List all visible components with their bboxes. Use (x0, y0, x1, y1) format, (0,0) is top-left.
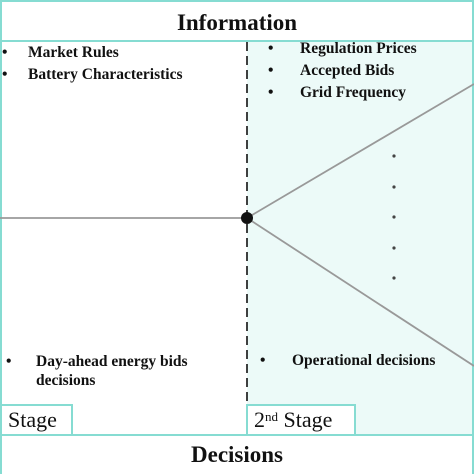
second-stage-decision-list: •Operational decisions (258, 352, 435, 370)
information-title: Information (176, 10, 298, 35)
bullet-icon: • (2, 66, 8, 83)
first-stage-info-list: •Market Rules •Battery Characteristics (0, 44, 183, 88)
ellipsis-dot (392, 215, 396, 219)
bullet-icon: • (2, 44, 8, 61)
decisions-footer: Decisions (0, 436, 474, 474)
decision-node (241, 212, 253, 224)
first-stage-area (0, 40, 247, 434)
second-stage-info-list: •Regulation Prices •Accepted Bids •Grid … (264, 40, 417, 106)
list-item: •Market Rules (2, 44, 119, 61)
list-item: •Accepted Bids (268, 62, 395, 79)
bullet-icon: • (260, 352, 266, 369)
footer-divider (0, 434, 474, 436)
ellipsis-dot (392, 154, 396, 158)
second-stage-label: 2nd Stage (246, 404, 356, 436)
list-item: •Regulation Prices (268, 40, 417, 57)
first-stage-label: Stage (0, 404, 73, 436)
upper-branch (246, 83, 474, 219)
header-divider (0, 40, 474, 42)
bullet-icon: • (268, 62, 274, 79)
lower-branch (246, 217, 474, 367)
list-item: •Battery Characteristics (2, 66, 183, 83)
list-item: •Day-ahead energy bids decisions (6, 353, 188, 389)
bullet-icon: • (6, 353, 12, 370)
ellipsis-dot (392, 276, 396, 280)
bullet-icon: • (268, 84, 274, 101)
ellipsis-dot (392, 246, 396, 250)
decisions-title: Decisions (191, 442, 283, 467)
list-item: •Grid Frequency (268, 84, 407, 101)
information-header: Information (0, 0, 474, 40)
bullet-icon: • (268, 40, 274, 57)
list-item: •Operational decisions (260, 352, 436, 369)
ellipsis-dot (392, 185, 396, 189)
first-stage-decision-list: •Day-ahead energy bids decisions (0, 352, 240, 390)
